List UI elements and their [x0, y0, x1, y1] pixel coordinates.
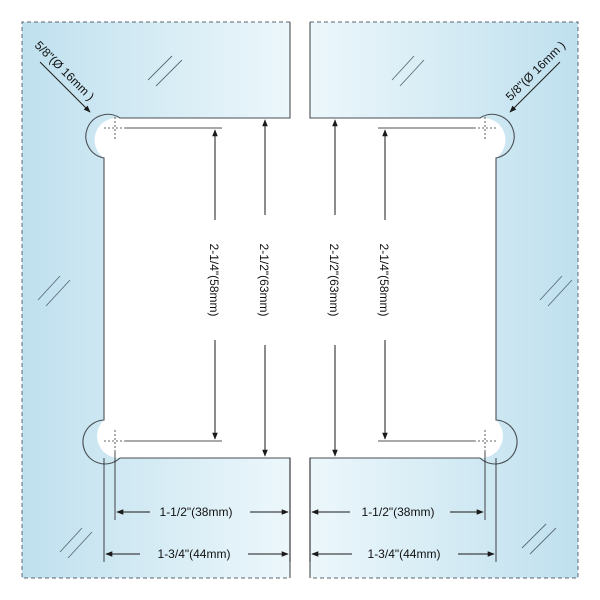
right-width-long-dimension: 1-3/4"(44mm) — [309, 458, 497, 562]
right-width-short-dimension: 1-1/2"(38mm) — [311, 452, 486, 520]
left-inner-height-dimension: 2-1/4"(58mm) — [126, 127, 222, 442]
left-glass-outer-edge — [21, 21, 290, 579]
right-outer-height-dimension: 2-1/4"(58mm) — [377, 127, 474, 442]
left-width-long-dimension: 1-3/4"(44mm) — [103, 458, 291, 562]
right-bottom-hole-center — [474, 430, 496, 452]
left-cutout-outline — [82, 22, 291, 578]
right-inner-height-label: 2-1/2"(63mm) — [327, 244, 341, 317]
left-width-short-dimension: 1-1/2"(38mm) — [114, 452, 289, 520]
right-width-short-label: 1-1/2"(38mm) — [362, 505, 435, 519]
left-width-short-label: 1-1/2"(38mm) — [160, 505, 233, 519]
right-top-hole-center — [474, 117, 496, 139]
left-glass-reflection-top — [147, 55, 183, 87]
left-glass-reflection-bottom — [59, 527, 93, 559]
left-outer-height-label: 2-1/2"(63mm) — [257, 244, 271, 317]
right-glass-reflection-top — [391, 55, 425, 87]
right-width-long-label: 1-3/4"(44mm) — [368, 547, 441, 561]
left-width-long-label: 1-3/4"(44mm) — [158, 547, 231, 561]
right-outer-height-label: 2-1/4"(58mm) — [377, 244, 391, 317]
left-inner-height-label: 2-1/4"(58mm) — [207, 244, 221, 317]
left-glass-reflection-mid — [37, 275, 71, 307]
left-glass-fill — [22, 22, 290, 578]
left-bottom-hole-center — [104, 430, 126, 452]
right-glass-reflection-mid — [539, 275, 573, 307]
left-outer-height-dimension: 2-1/2"(63mm) — [257, 119, 271, 457]
right-glass-reflection-bottom — [521, 523, 557, 555]
right-glass-fill — [310, 22, 578, 578]
right-cutout-outline — [309, 22, 518, 578]
right-glass-panel — [309, 21, 579, 579]
right-glass-outer-edge — [310, 21, 579, 579]
left-glass-panel — [21, 21, 291, 579]
right-inner-height-dimension: 2-1/2"(63mm) — [327, 119, 341, 457]
left-top-hole-center — [104, 117, 126, 139]
